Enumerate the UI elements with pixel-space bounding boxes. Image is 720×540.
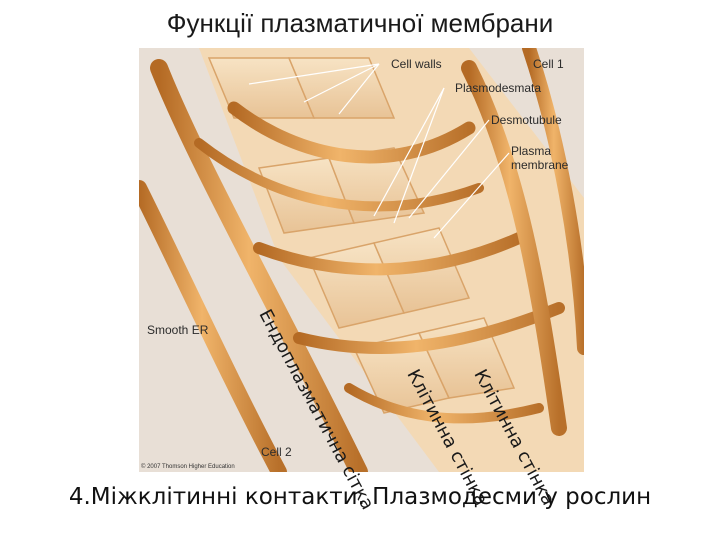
label-cell-walls: Cell walls — [391, 58, 442, 71]
label-plasmodesmata: Plasmodesmata — [455, 82, 541, 95]
label-desmotubule: Desmotubule — [491, 114, 562, 127]
slide-caption: 4.Міжклітинні контакти. Плазмодесми у ро… — [0, 484, 720, 510]
plasmodesmata-illustration — [139, 48, 584, 472]
slide-title: Функції плазматичної мембрани — [0, 8, 720, 39]
label-plasma: Plasma — [511, 145, 551, 158]
plasmodesmata-figure: Cell walls Cell 1 Plasmodesmata Desmotub… — [139, 48, 584, 472]
label-smooth-er: Smooth ER — [147, 324, 208, 337]
label-cell-1: Cell 1 — [533, 58, 564, 71]
label-membrane: membrane — [511, 159, 568, 172]
label-cell-2: Cell 2 — [261, 446, 292, 459]
copyright-text: © 2007 Thomson Higher Education — [141, 464, 235, 470]
